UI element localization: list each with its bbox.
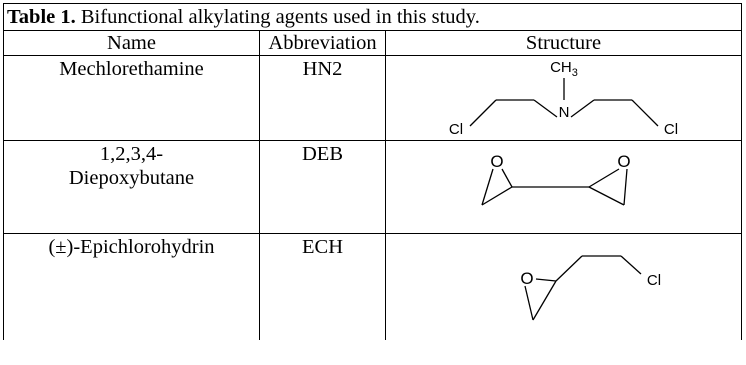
chlorine-left-label: Cl bbox=[449, 121, 463, 138]
cell-structure-deb: O O bbox=[384, 140, 743, 234]
nitrogen-label: N bbox=[559, 104, 570, 121]
caption-label: Table 1. bbox=[7, 6, 76, 28]
header-name: Name bbox=[3, 30, 260, 56]
alkylating-agents-table: Table 1. Bifunctional alkylating agents … bbox=[2, 3, 743, 340]
oxygen-left-label: O bbox=[490, 152, 503, 171]
header-structure: Structure bbox=[384, 30, 743, 56]
chlorine-label: Cl bbox=[647, 272, 661, 289]
deb-structure: O O bbox=[481, 152, 631, 206]
cell-abbrev-deb: DEB bbox=[259, 140, 386, 234]
cell-abbrev-hn2: HN2 bbox=[259, 55, 386, 141]
caption-text: Bifunctional alkylating agents used in t… bbox=[75, 6, 480, 28]
oxygen-right-label: O bbox=[617, 152, 630, 171]
ech-structure: O Cl bbox=[520, 255, 661, 321]
name-deb-line2: Diepoxybutane bbox=[68, 167, 195, 189]
table-caption: Table 1. Bifunctional alkylating agents … bbox=[2, 3, 743, 31]
cell-name-hn2: Mechlorethamine bbox=[3, 55, 260, 141]
methyl-label: CH3 bbox=[550, 59, 578, 79]
oxygen-label: O bbox=[520, 269, 533, 288]
hn2-structure: CH3 N Cl Cl bbox=[449, 59, 678, 138]
cell-structure-hn2: CH3 N Cl Cl bbox=[384, 55, 743, 141]
cell-structure-ech: O Cl bbox=[384, 233, 743, 340]
table-container: Table 1. Bifunctional alkylating agents … bbox=[2, 3, 743, 340]
table-row-ech: (±)-Epichlorohydrin ECH O Cl bbox=[3, 233, 743, 340]
table-row-hn2: Mechlorethamine HN2 CH3 N Cl bbox=[3, 55, 743, 141]
chlorine-right-label: Cl bbox=[664, 121, 678, 138]
table-row-deb: 1,2,3,4- Diepoxybutane DEB bbox=[3, 140, 743, 234]
header-abbreviation: Abbreviation bbox=[259, 30, 386, 56]
cell-name-ech: (±)-Epichlorohydrin bbox=[3, 233, 260, 340]
cell-abbrev-ech: ECH bbox=[259, 233, 386, 340]
cell-name-deb: 1,2,3,4- Diepoxybutane bbox=[3, 140, 260, 234]
name-deb-line1: 1,2,3,4- bbox=[99, 143, 164, 165]
